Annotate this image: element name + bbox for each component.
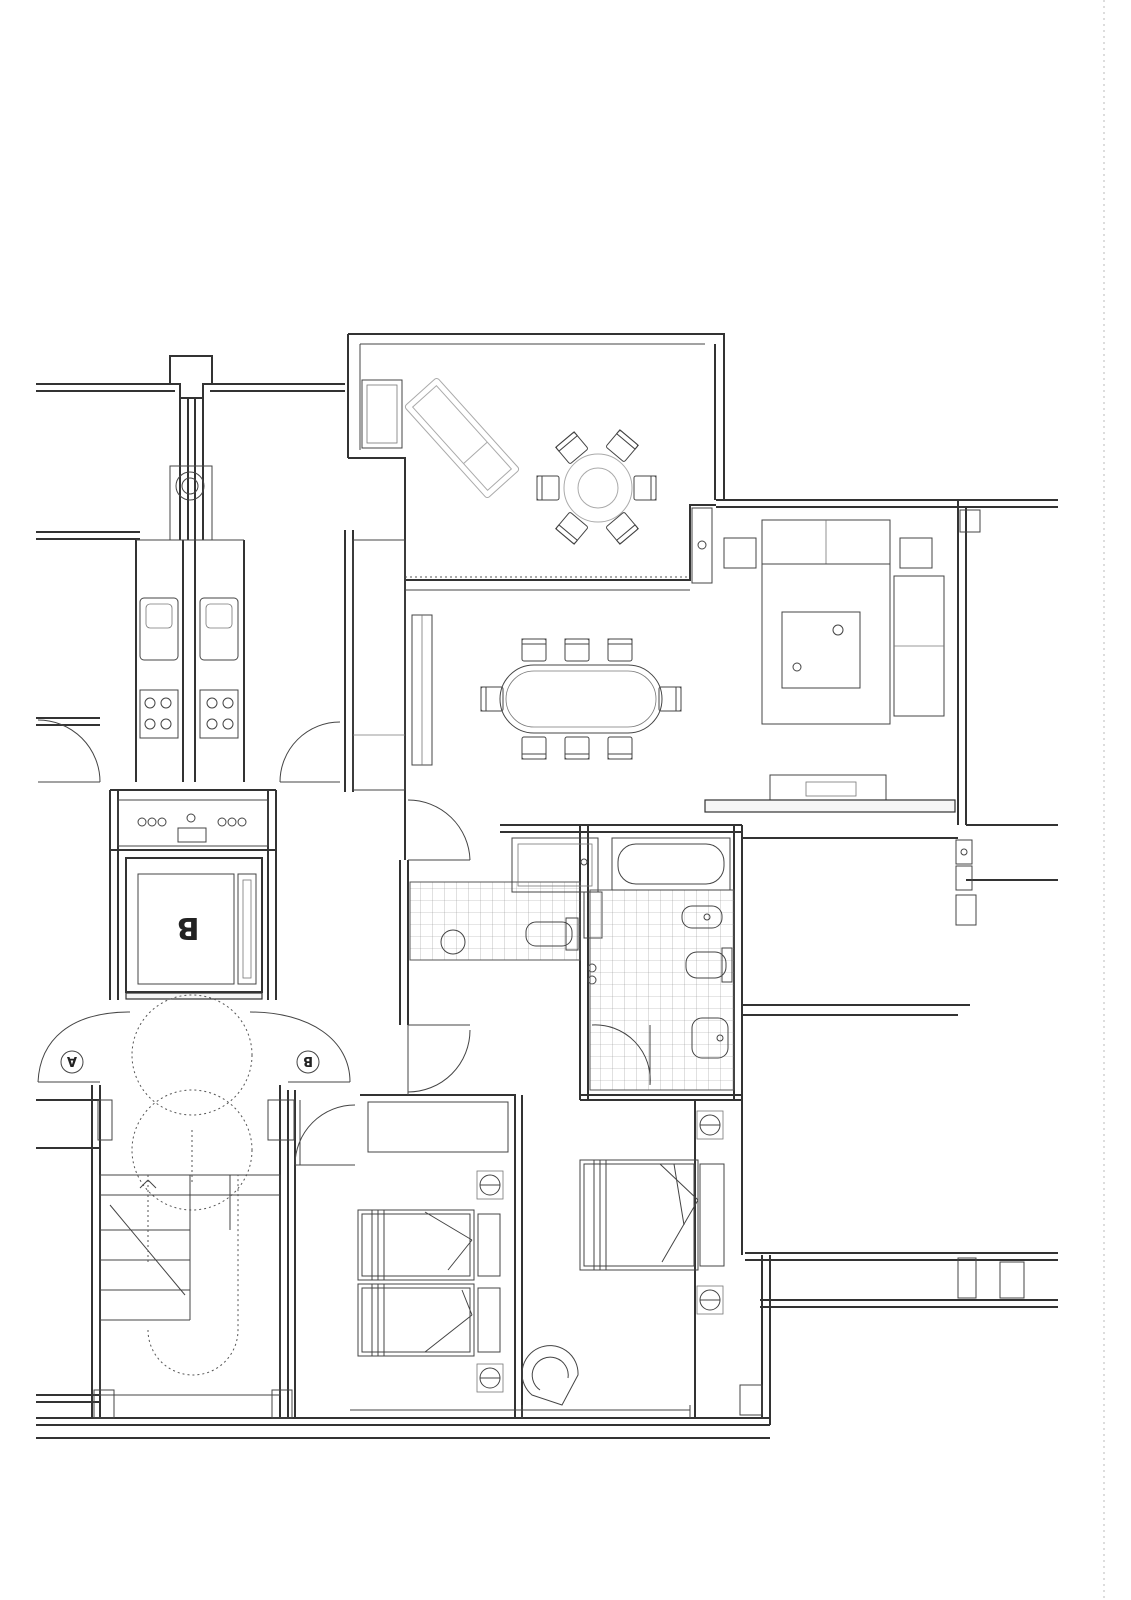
svg-text:A: A xyxy=(67,1053,77,1068)
landing-a-marker: A xyxy=(60,1050,84,1074)
coffee-table xyxy=(781,611,861,689)
living-room xyxy=(352,507,981,813)
lift-car xyxy=(125,857,263,993)
nightstand-lamp-2 xyxy=(476,1363,504,1393)
nightstand-lamp-4 xyxy=(696,1285,724,1315)
bathtub xyxy=(611,837,731,891)
sofa-set xyxy=(723,519,945,725)
round-dining-table xyxy=(536,429,657,545)
svg-text:B: B xyxy=(303,1053,313,1068)
exterior-walls xyxy=(36,333,1058,1439)
kitchens xyxy=(37,597,341,783)
toilet-master xyxy=(685,947,733,983)
bathroom-master xyxy=(407,837,735,1095)
nightstand-lamp-3 xyxy=(696,1110,724,1140)
landing: A B xyxy=(37,994,356,1211)
hob-right xyxy=(199,689,239,739)
bed-twin-upper xyxy=(357,1209,501,1281)
dining-table xyxy=(480,638,682,760)
turning-circle-lower xyxy=(131,1089,253,1211)
terrace xyxy=(361,377,690,591)
lift-b-label: B xyxy=(177,910,200,945)
bed-twin-lower xyxy=(357,1283,501,1357)
bedroom-twin xyxy=(299,1100,509,1393)
double-bed xyxy=(579,1159,725,1271)
sun-lounger xyxy=(404,377,520,499)
lift-area: B xyxy=(117,799,269,1000)
armchair xyxy=(521,1345,579,1406)
bathroom-guest xyxy=(407,799,603,985)
tv-unit xyxy=(769,774,887,804)
planter xyxy=(361,379,403,449)
wardrobe xyxy=(367,1101,509,1153)
washbasin xyxy=(440,929,466,955)
bidet xyxy=(681,905,723,929)
staircase xyxy=(93,1130,293,1419)
bedroom-master xyxy=(350,1110,763,1418)
turning-circle-upper xyxy=(131,994,253,1116)
toilet-guest xyxy=(525,917,579,951)
nightstand-lamp-1 xyxy=(476,1170,504,1200)
hob-left xyxy=(139,689,179,739)
washbasin-master xyxy=(691,1017,729,1059)
landing-b-marker: B xyxy=(296,1050,320,1074)
right-wing xyxy=(955,839,1025,1299)
